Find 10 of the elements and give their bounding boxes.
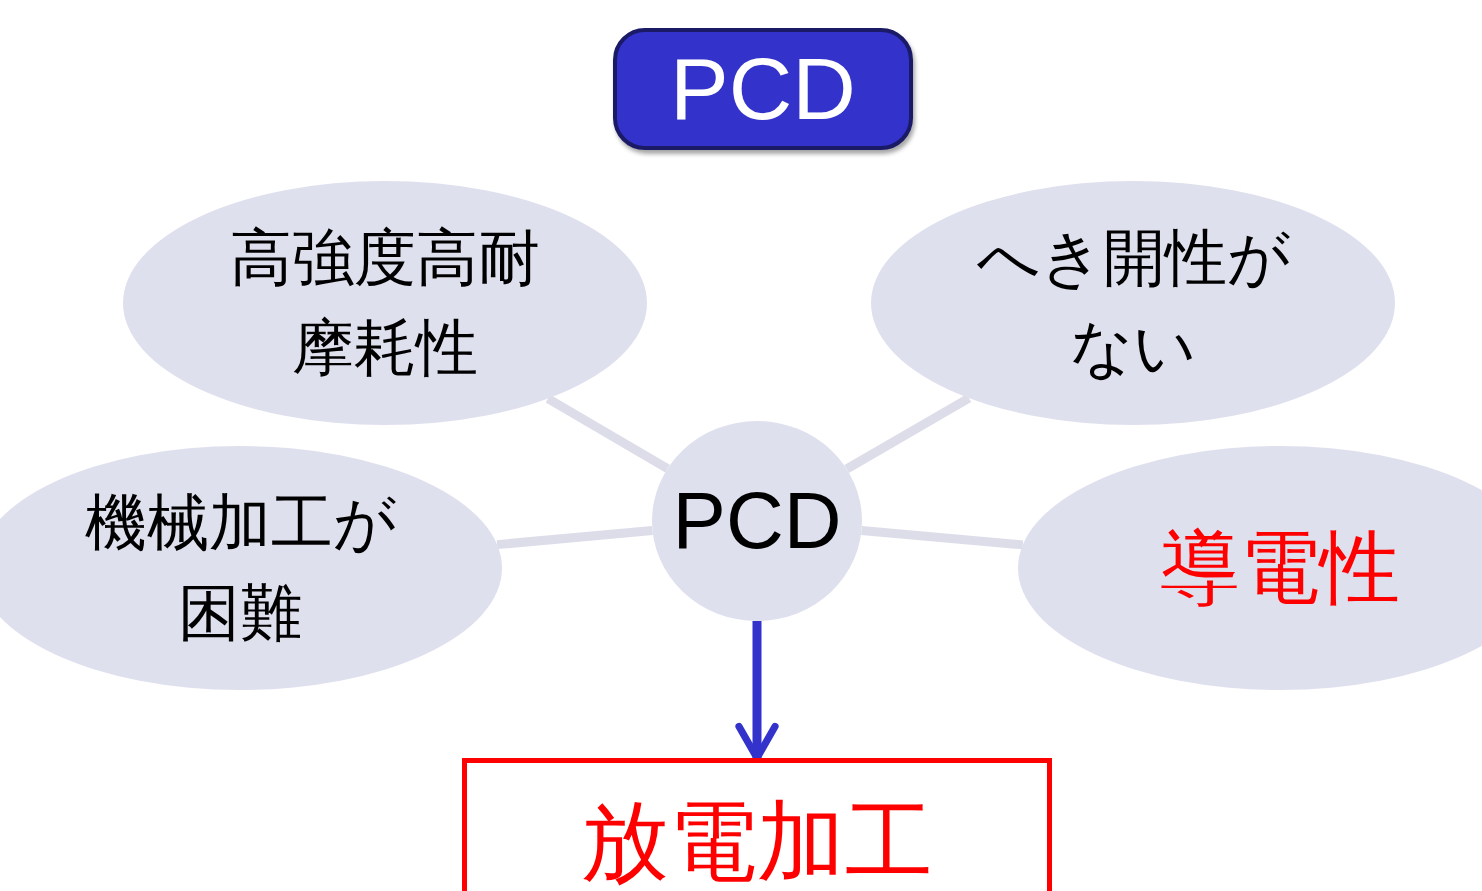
result-box: 放電加工 <box>462 758 1052 891</box>
connector-line <box>545 394 670 473</box>
ellipse-bubble: 高強度高耐摩耗性 <box>123 181 647 425</box>
ellipse-bubble: 機械加工が困難 <box>0 446 502 690</box>
ellipse-bubble: へき開性がない <box>871 181 1395 425</box>
connector-line <box>496 526 653 550</box>
ellipse-bubble: 導電性 <box>1018 446 1482 690</box>
center-circle: PCD <box>652 421 862 621</box>
connector-line <box>844 394 972 473</box>
title-box: PCD <box>613 28 913 150</box>
